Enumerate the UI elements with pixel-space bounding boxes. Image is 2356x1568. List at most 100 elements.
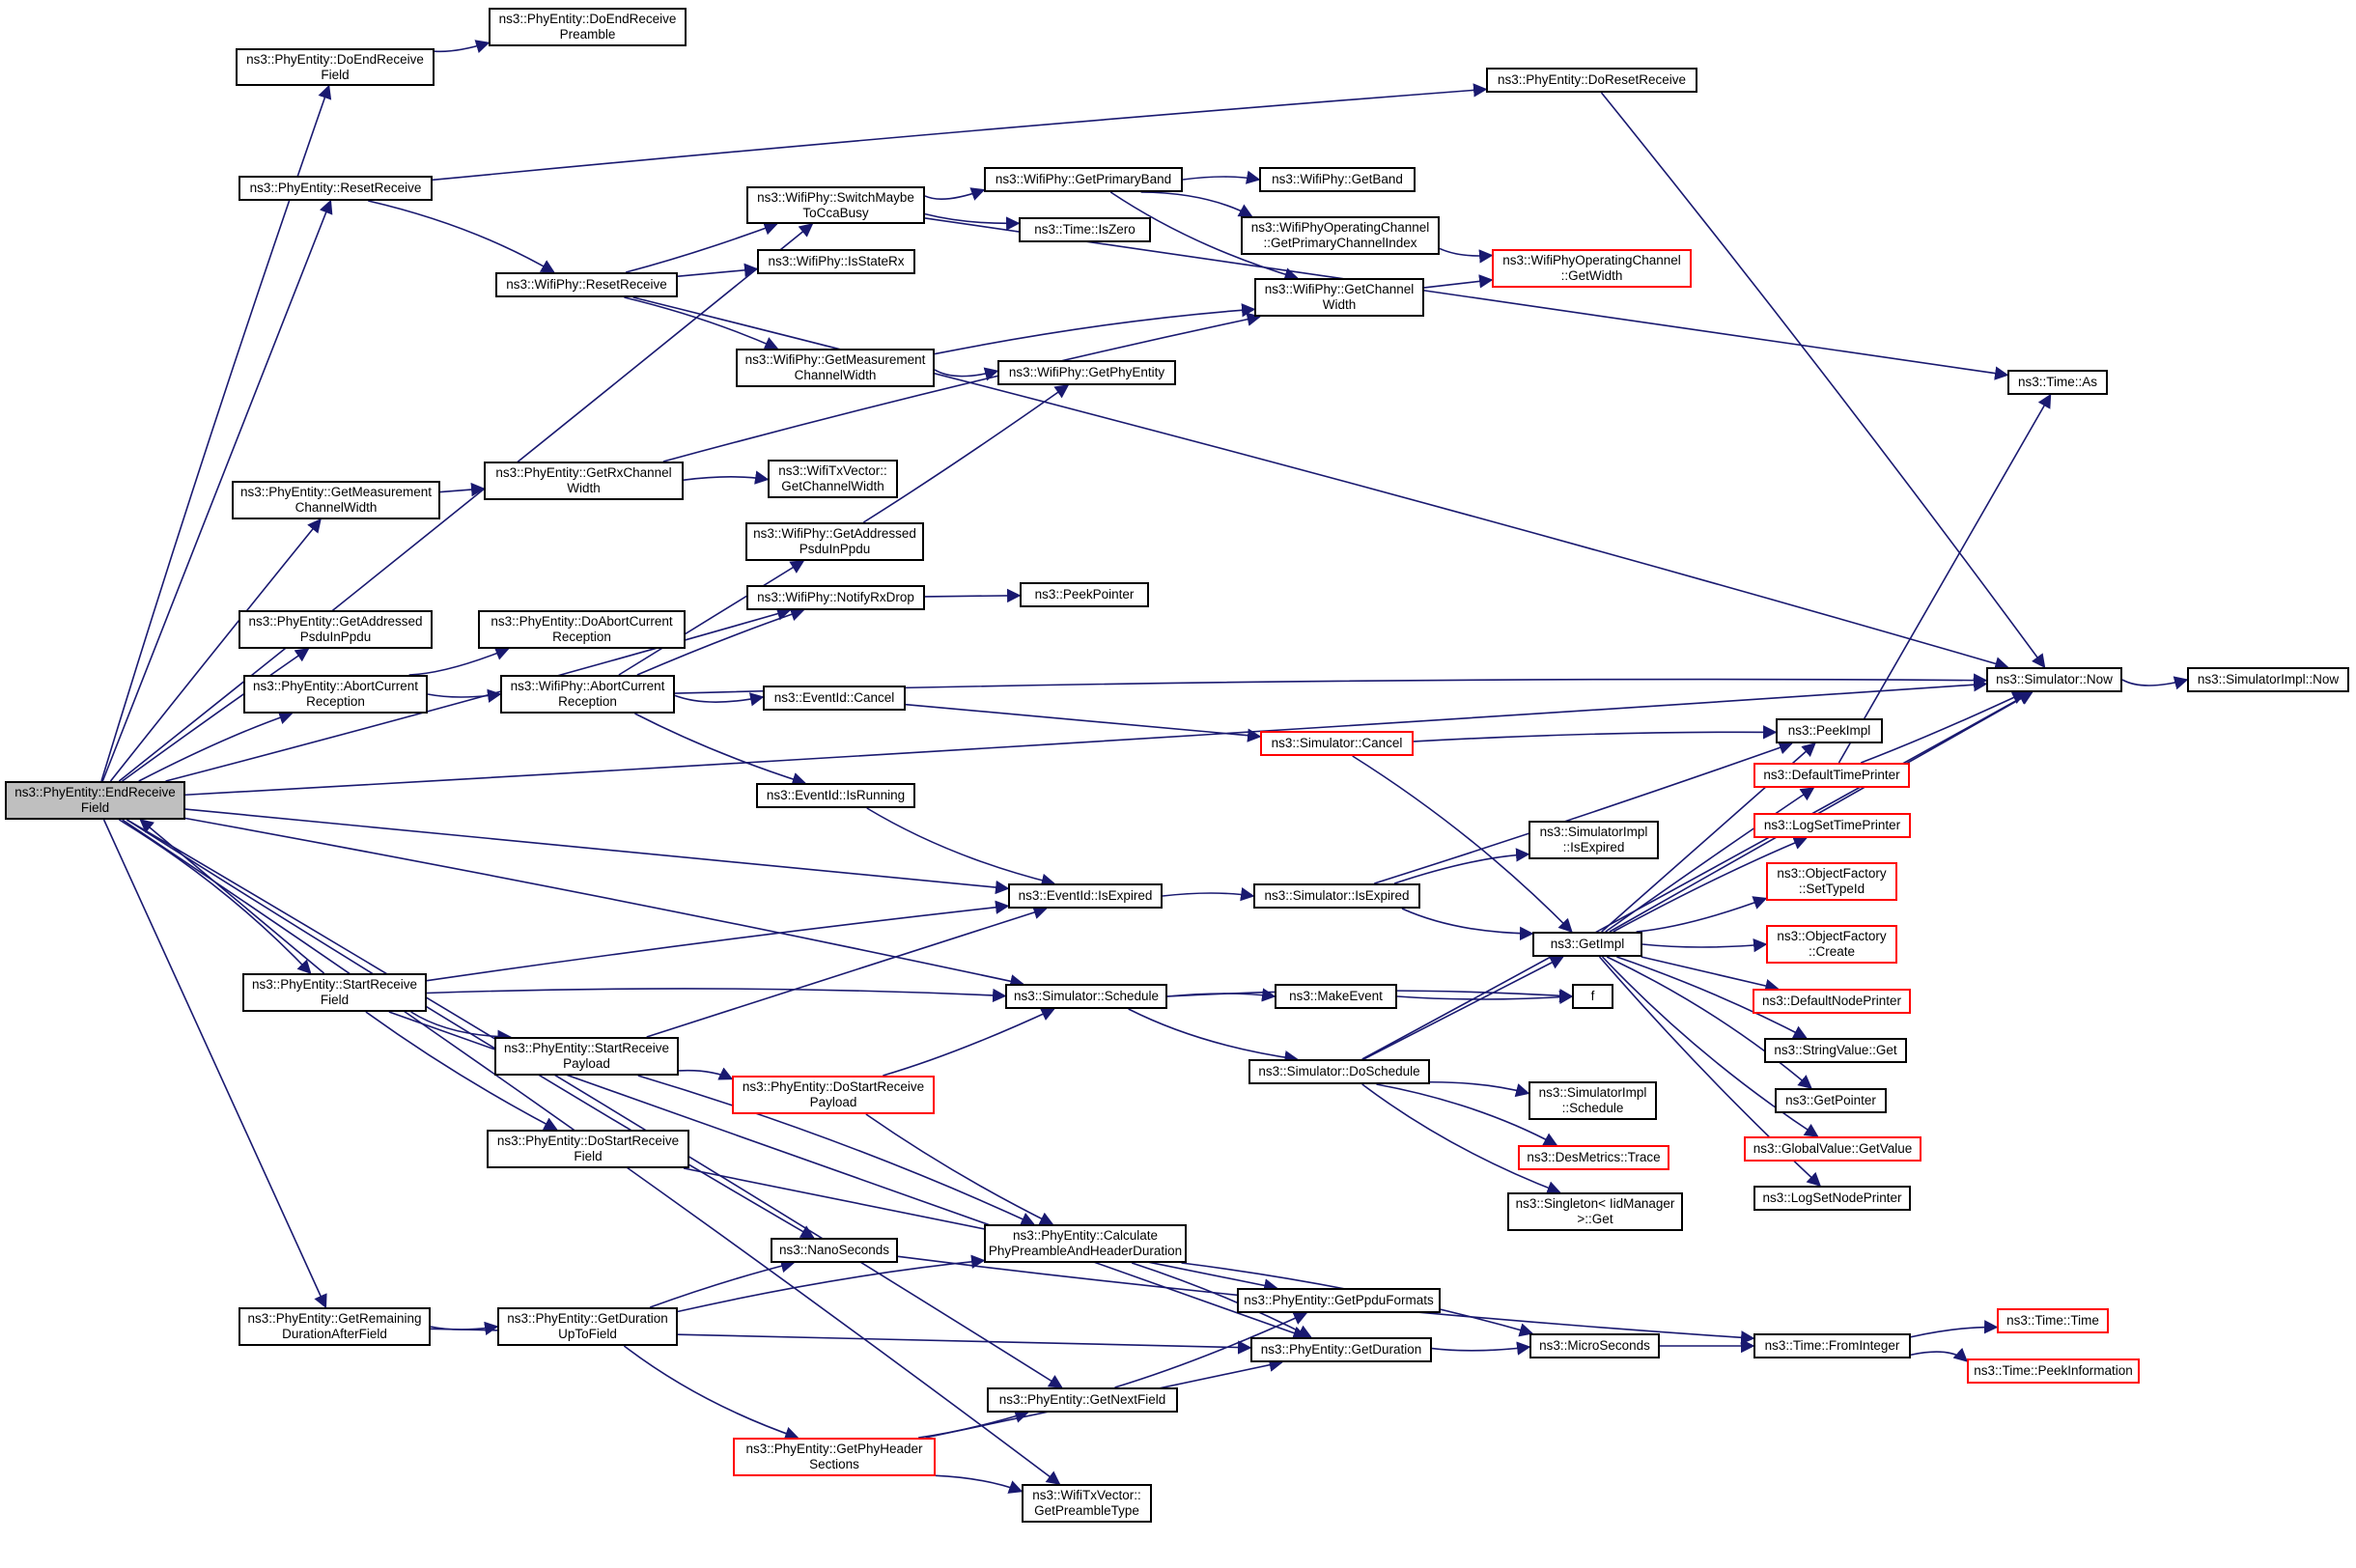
graph-node-singleton-get[interactable]: ns3::Singleton< IidManager>::Get [1507, 1192, 1683, 1231]
graph-node-peek-pointer[interactable]: ns3::PeekPointer [1020, 582, 1149, 607]
graph-node-op-channel-get-width[interactable]: ns3::WifiPhyOperatingChannel::GetWidth [1492, 249, 1692, 288]
node-label-line: ns3::Simulator::DoSchedule [1258, 1064, 1420, 1078]
graph-node-notify-rx-drop[interactable]: ns3::WifiPhy::NotifyRxDrop [746, 585, 925, 610]
graph-node-peek-impl[interactable]: ns3::PeekImpl [1776, 718, 1883, 743]
node-label-line: ns3::WifiTxVector:: [778, 463, 887, 478]
graph-node-simulator-now[interactable]: ns3::Simulator::Now [1986, 667, 2122, 692]
graph-node-get-next-field[interactable]: ns3::PhyEntity::GetNextField [987, 1387, 1178, 1413]
node-label-line: ns3::WifiPhy::GetBand [1272, 172, 1403, 186]
graph-node-get-preamble-type[interactable]: ns3::WifiTxVector::GetPreambleType [1022, 1484, 1152, 1523]
graph-node-time-from-integer[interactable]: ns3::Time::FromInteger [1753, 1333, 1911, 1358]
graph-node-get-primary-band[interactable]: ns3::WifiPhy::GetPrimaryBand [984, 167, 1183, 192]
node-label-line: ns3::WifiPhy::ResetReceive [506, 277, 667, 292]
graph-node-f[interactable]: f [1572, 984, 1613, 1009]
graph-node-get-band[interactable]: ns3::WifiPhy::GetBand [1259, 167, 1416, 192]
call-edge-get-impl-to-global-value-get-value [1601, 956, 1819, 1137]
node-label-line: ns3::Simulator::Cancel [1271, 736, 1403, 750]
node-label-line: ns3::WifiPhy::AbortCurrent [510, 679, 665, 693]
call-edge-phy-abort-current-reception-to-wifi-abort-current-reception [427, 688, 502, 703]
node-label-line: ns3::EventId::Cancel [773, 690, 895, 705]
graph-node-default-node-printer[interactable]: ns3::DefaultNodePrinter [1753, 989, 1911, 1014]
graph-node-event-cancel[interactable]: ns3::EventId::Cancel [763, 686, 906, 711]
call-edge-start-receive-field-to-do-start-receive-field [365, 1011, 558, 1131]
graph-node-global-value-get-value[interactable]: ns3::GlobalValue::GetValue [1744, 1136, 1921, 1162]
graph-node-phy-reset-receive[interactable]: ns3::PhyEntity::ResetReceive [238, 176, 433, 201]
call-edge-time-from-integer-to-time-time [1910, 1320, 1999, 1338]
node-label-line: ns3::WifiPhy::GetAddressed [753, 526, 916, 541]
call-edge-simulator-is-expired-to-peek-impl [1374, 741, 1794, 884]
node-label-line: ns3::Time::As [2017, 375, 2098, 389]
node-label-line: f [1590, 989, 1595, 1003]
graph-node-txvec-get-channel-width[interactable]: ns3::WifiTxVector::GetChannelWidth [768, 460, 898, 498]
graph-node-wifi-reset-receive[interactable]: ns3::WifiPhy::ResetReceive [495, 272, 678, 297]
graph-node-event-is-running[interactable]: ns3::EventId::IsRunning [756, 783, 915, 808]
graph-node-get-duration[interactable]: ns3::PhyEntity::GetDuration [1250, 1337, 1432, 1362]
graph-node-time-as[interactable]: ns3::Time::As [2007, 370, 2108, 395]
call-edge-wifi-reset-receive-to-wifi-get-meas-cw [624, 296, 779, 350]
graph-node-nano-seconds[interactable]: ns3::NanoSeconds [771, 1238, 898, 1263]
graph-node-simulator-is-expired[interactable]: ns3::Simulator::IsExpired [1253, 883, 1420, 909]
graph-node-object-factory-create[interactable]: ns3::ObjectFactory::Create [1766, 925, 1897, 964]
graph-node-micro-seconds[interactable]: ns3::MicroSeconds [1529, 1333, 1660, 1358]
graph-node-time-peek-information[interactable]: ns3::Time::PeekInformation [1967, 1358, 2140, 1384]
call-edge-wifi-abort-current-reception-to-wifi-get-addressed-psdu [618, 560, 805, 676]
node-label-line: ns3::WifiPhy::IsStateRx [768, 254, 905, 268]
node-label-line: ns3::Time::IsZero [1034, 222, 1136, 237]
graph-node-get-primary-channel-index[interactable]: ns3::WifiPhyOperatingChannel::GetPrimary… [1241, 216, 1440, 255]
call-edge-get-impl-to-get-pointer [1606, 956, 1812, 1089]
graph-node-simulator-schedule[interactable]: ns3::Simulator::Schedule [1005, 984, 1167, 1009]
node-label-line: >::Get [1577, 1212, 1613, 1226]
graph-node-get-ppdu-formats[interactable]: ns3::PhyEntity::GetPpduFormats [1237, 1288, 1441, 1313]
call-edge-simulator-cancel-to-peek-impl [1413, 725, 1778, 742]
graph-node-time-is-zero[interactable]: ns3::Time::IsZero [1019, 217, 1151, 242]
graph-node-des-metrics-trace[interactable]: ns3::DesMetrics::Trace [1518, 1145, 1669, 1170]
node-label-line: ns3::PhyEntity::EndReceive [14, 785, 176, 799]
graph-node-string-value-get[interactable]: ns3::StringValue::Get [1764, 1038, 1907, 1063]
graph-node-get-impl[interactable]: ns3::GetImpl [1532, 932, 1642, 957]
call-edge-default-time-printer-to-time-as [1837, 393, 2052, 764]
node-label-line: ns3::DesMetrics::Trace [1527, 1150, 1661, 1164]
graph-node-get-phy-entity[interactable]: ns3::WifiPhy::GetPhyEntity [997, 360, 1176, 385]
graph-node-event-is-expired[interactable]: ns3::EventId::IsExpired [1008, 883, 1163, 909]
graph-node-object-factory-set-type-id[interactable]: ns3::ObjectFactory::SetTypeId [1766, 862, 1897, 901]
graph-node-time-time[interactable]: ns3::Time::Time [1997, 1308, 2109, 1333]
graph-node-do-reset-receive[interactable]: ns3::PhyEntity::DoResetReceive [1486, 68, 1697, 93]
node-label-line: ::GetWidth [1560, 268, 1623, 283]
graph-node-is-state-rx[interactable]: ns3::WifiPhy::IsStateRx [757, 249, 915, 274]
graph-node-default-time-printer[interactable]: ns3::DefaultTimePrinter [1753, 763, 1910, 788]
call-edge-get-primary-band-to-get-band [1182, 170, 1261, 184]
graph-node-simulator-cancel[interactable]: ns3::Simulator::Cancel [1260, 731, 1414, 756]
call-edge-get-primary-band-to-wifi-get-channel-width [1109, 191, 1299, 282]
graph-node-simulator-impl-now[interactable]: ns3::SimulatorImpl::Now [2187, 667, 2349, 692]
graph-node-get-pointer[interactable]: ns3::GetPointer [1775, 1088, 1887, 1113]
graph-node-log-set-time-printer[interactable]: ns3::LogSetTimePrinter [1753, 813, 1911, 838]
graph-node-simulator-impl-schedule[interactable]: ns3::SimulatorImpl::Schedule [1529, 1081, 1657, 1120]
graph-node-make-event[interactable]: ns3::MakeEvent [1275, 984, 1397, 1009]
call-edge-end-receive-field-to-notify-rx-drop [165, 606, 792, 782]
graph-node-simulator-do-schedule[interactable]: ns3::Simulator::DoSchedule [1248, 1059, 1430, 1084]
graph-node-log-set-node-printer[interactable]: ns3::LogSetNodePrinter [1753, 1186, 1911, 1211]
node-label-line: ns3::WifiPhyOperatingChannel [1250, 220, 1430, 235]
graph-node-simulator-impl-is-expired[interactable]: ns3::SimulatorImpl::IsExpired [1529, 821, 1659, 859]
